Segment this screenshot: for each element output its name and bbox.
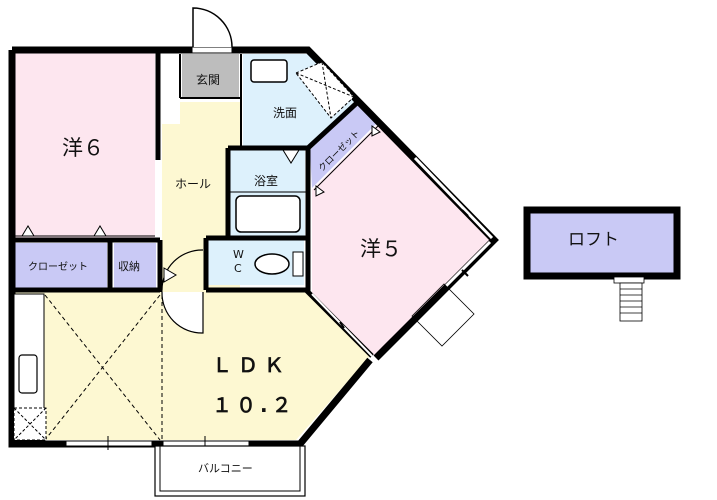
ladder-icon [619,282,643,322]
room-ldk [12,292,370,440]
bathroom-label: 浴室 [254,173,278,188]
entrance-door[interactable] [191,7,233,54]
washroom-label: 洗面 [273,106,297,120]
loft-label: ロフト [568,230,619,250]
room-closet-2 [310,104,377,188]
wc-c-label: C [234,262,242,275]
loft: ロフト [523,206,681,322]
bathtub-icon [235,195,301,233]
western-6-label: 洋６ [62,136,104,160]
ldk-size: １０.２ [212,393,296,417]
closet-1-label: クローゼット [28,261,88,273]
storage-label: 収納 [118,260,140,273]
hall-label: ホール [175,177,211,191]
western-5-label: 洋５ [360,237,402,261]
room-storage [114,243,156,288]
room-western-6 [12,52,155,240]
entrance-label: 玄関 [196,72,220,87]
balcony-label: バルコニー [198,462,253,475]
room-western-5 [312,124,494,358]
kitchen-sink-icon [18,354,38,394]
balcony [154,445,306,497]
room-closet-1 [12,243,107,288]
ldk-label: ＬＤＫ [212,353,290,377]
wc-w-label: W [233,248,244,261]
room-entrance [182,54,239,98]
sink-icon [250,59,288,83]
toilet-icon [254,253,290,275]
